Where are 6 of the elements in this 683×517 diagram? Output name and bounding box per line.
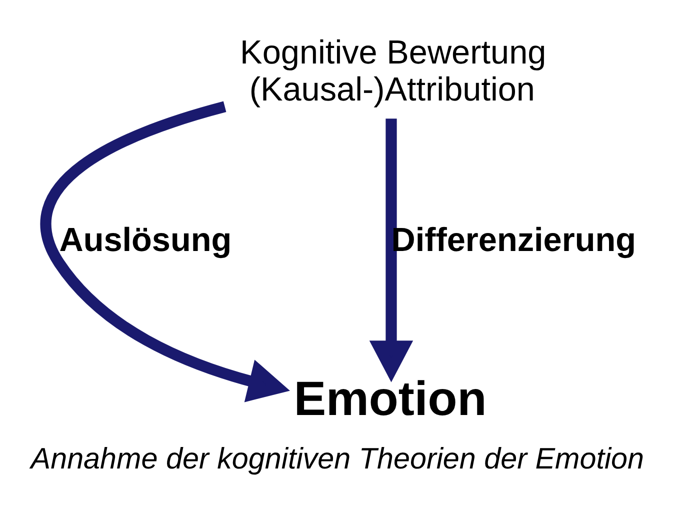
node-text: Emotion <box>294 372 487 426</box>
node-text: Kognitive Bewertung (Kausal-)Attribution <box>240 34 546 109</box>
caption: Annahme der kognitiven Theorien der Emotion <box>30 442 644 476</box>
arrow <box>40 101 290 402</box>
arrow <box>369 118 414 382</box>
edge-label: Auslösung <box>59 222 232 259</box>
